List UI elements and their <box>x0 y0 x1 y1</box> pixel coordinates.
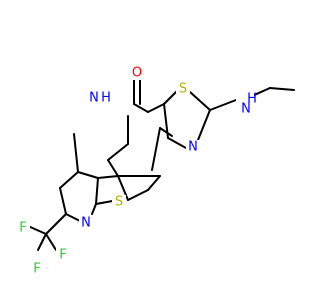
bond <box>37 233 47 251</box>
atom-label-fluorine-3: F <box>33 262 40 277</box>
bond <box>197 109 211 141</box>
atom-label-hydrogen-lactam: H <box>101 91 111 106</box>
atom-label-layer: O N H S N N H S N F F F <box>16 66 257 277</box>
bond <box>167 137 187 149</box>
bond <box>159 127 173 137</box>
bond <box>117 175 129 201</box>
bond <box>59 187 67 215</box>
atom-label-fluorine-1: F <box>19 221 26 236</box>
atom-label-nitrogen-lactam: N <box>89 91 99 106</box>
atom-label-fluorine-2: F <box>59 248 66 263</box>
atom-label-nitrogen-thiazole: N <box>188 140 198 155</box>
bond <box>251 87 271 97</box>
bond <box>59 171 79 189</box>
bond <box>91 203 97 215</box>
atom-label-oxygen: O <box>132 66 142 81</box>
bond <box>27 225 47 235</box>
atom-label-sulfur-thiophene: S <box>115 195 123 210</box>
bond <box>147 103 165 113</box>
bond <box>107 159 119 177</box>
atom-label-hydrogen-amine: H <box>247 92 257 107</box>
molecule-structure-diagram: O N H S N N H S N F F F <box>16 65 295 277</box>
bond <box>95 177 99 205</box>
bond <box>77 171 99 179</box>
bond <box>151 127 161 171</box>
bond <box>163 103 169 139</box>
atom-label-nitrogen-pyridine: N <box>81 216 91 231</box>
bond <box>45 213 67 235</box>
bond <box>97 175 119 179</box>
bond-layer <box>27 77 295 251</box>
atom-label-nitrogen-amine: N <box>241 102 251 117</box>
bond <box>45 233 57 251</box>
bond <box>73 133 79 173</box>
atom-label-sulfur-thiazole: S <box>179 82 187 97</box>
bond <box>189 91 211 111</box>
bond <box>209 99 237 111</box>
bond <box>147 175 161 191</box>
bond <box>127 189 149 201</box>
bond <box>269 87 295 91</box>
bond <box>133 103 149 113</box>
bond <box>107 143 129 161</box>
